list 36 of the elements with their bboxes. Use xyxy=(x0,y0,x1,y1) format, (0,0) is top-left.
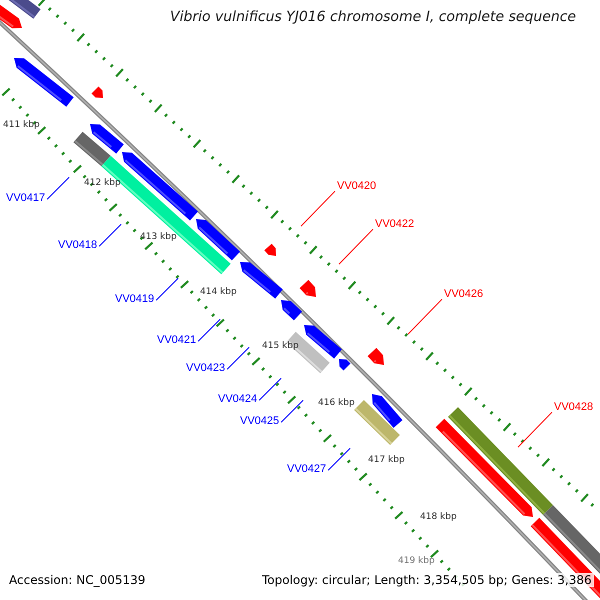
gene-label: VV0425 xyxy=(240,415,280,428)
scale-label: 415 kbp xyxy=(262,341,299,352)
leader-line xyxy=(98,224,122,247)
gene-label: VV0424 xyxy=(218,393,258,406)
leader-line xyxy=(156,278,179,301)
gene-label: VV0418 xyxy=(58,239,98,252)
gene-label: VV0421 xyxy=(157,334,196,348)
leader-line xyxy=(198,318,221,342)
gene-label: VV0428 xyxy=(554,401,594,414)
leader-line xyxy=(408,298,442,335)
leader-line xyxy=(226,346,250,370)
scale-label: 416 kbp xyxy=(318,398,355,409)
scale-label: 417 kbp xyxy=(368,455,405,466)
scale-label: 412 kbp xyxy=(84,178,121,189)
gene-label: VV0427 xyxy=(287,463,326,476)
gene-label: VV0423 xyxy=(186,362,226,376)
gene-label: VV0417 xyxy=(6,192,46,206)
gene-label: VV0420 xyxy=(337,180,376,194)
leader-line xyxy=(338,228,374,265)
leader-line xyxy=(328,448,351,471)
gene-label: VV0422 xyxy=(375,218,414,232)
leader-line xyxy=(46,176,70,200)
scale-label: 418 kbp xyxy=(420,512,457,523)
scale-label: 419 kbp xyxy=(398,556,435,567)
leader-line xyxy=(280,400,304,423)
scale-label: 414 kbp xyxy=(200,287,237,298)
leader-line xyxy=(300,190,336,227)
accession-text: Accession: NC_005139 xyxy=(9,573,146,588)
scale-label: 411 kbp xyxy=(3,120,40,131)
gene-label: VV0426 xyxy=(444,288,484,302)
leader-line xyxy=(258,378,282,401)
scale-label: 413 kbp xyxy=(140,232,177,243)
leader-line xyxy=(518,412,552,448)
gene-label: VV0419 xyxy=(115,293,154,306)
chart-title: Vibrio vulnificus YJ016 chromosome I, complete sequence xyxy=(170,9,576,26)
genome-stats-text: Topology: circular; Length: 3,354,505 bp; Genes: 3,386 xyxy=(260,573,594,588)
